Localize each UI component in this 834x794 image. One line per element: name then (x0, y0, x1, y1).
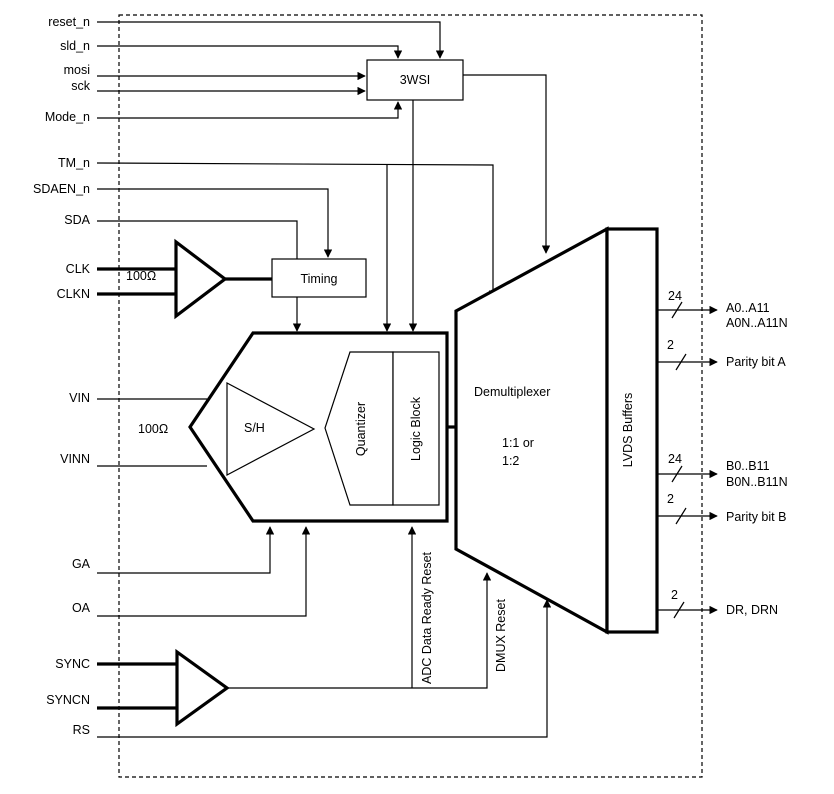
wire-oa (97, 526, 311, 617)
label-sck: sck (71, 79, 91, 93)
output-dr: DR, DRN (726, 603, 778, 617)
wire-rs (97, 599, 552, 738)
3wsi-block (366, 59, 464, 101)
output-a-data-1: A0..A11 (726, 301, 770, 315)
bus-b-data-slash (671, 465, 683, 483)
demux-ratio-2: 1:2 (502, 454, 519, 468)
label-sda: SDA (64, 213, 90, 227)
vin-termination: 100Ω (138, 422, 168, 436)
wire-reset-n (97, 21, 445, 59)
quantizer-block (324, 351, 394, 506)
label-sdaen-n: SDAEN_n (33, 182, 90, 196)
bus-b-data-width: 24 (668, 452, 682, 466)
3wsi-label: 3WSI (400, 73, 431, 87)
clk-termination: 100Ω (126, 269, 156, 283)
label-mode-n: Mode_n (45, 110, 90, 124)
label-mosi: mosi (64, 63, 90, 77)
label-vin: VIN (69, 391, 90, 405)
adc-reset-label: ADC Data Ready Reset (420, 551, 434, 684)
wire-mode-n (97, 101, 403, 119)
bus-dr-slash (673, 601, 685, 619)
label-reset-n: reset_n (48, 15, 90, 29)
quantizer-label: Quantizer (354, 402, 368, 456)
wire-3wsi-to-demux (463, 74, 551, 254)
label-clkn: CLKN (57, 287, 90, 301)
demux-label: Demultiplexer (474, 385, 550, 399)
demultiplexer-block (454, 226, 609, 635)
output-b-data-2: B0N..B11N (726, 475, 788, 489)
sh-label: S/H (244, 421, 265, 435)
label-oa: OA (72, 601, 91, 615)
bus-parity-b-width: 2 (667, 492, 674, 506)
label-vinn: VINN (60, 452, 90, 466)
output-a-data-2: A0N..A11N (726, 316, 788, 330)
wire-sld-n (97, 45, 403, 59)
timing-block (271, 258, 367, 298)
label-rs: RS (73, 723, 90, 737)
wire-sdaen-n (97, 188, 333, 258)
lvds-label: LVDS Buffers (621, 393, 635, 468)
label-tm-n: TM_n (58, 156, 90, 170)
bus-parity-a-slash (675, 353, 687, 371)
bus-dr-width: 2 (671, 588, 678, 602)
output-parity-a: Parity bit A (726, 355, 786, 369)
label-syncn: SYNCN (46, 693, 90, 707)
bus-parity-b-slash (675, 507, 687, 525)
bus-parity-a-width: 2 (667, 338, 674, 352)
dmux-reset-label: DMUX Reset (494, 599, 508, 672)
sync-buffer (175, 648, 230, 728)
lvds-buffers-block (605, 227, 659, 634)
logic-block-label: Logic Block (409, 396, 423, 461)
wire-sync-out (227, 572, 492, 689)
timing-label: Timing (300, 272, 337, 286)
logic-block (392, 351, 440, 506)
wire-sda (97, 220, 298, 259)
demux-ratio-1: 1:1 or (502, 436, 534, 450)
output-b-data-1: B0..B11 (726, 459, 770, 473)
label-clk: CLK (66, 262, 91, 276)
label-sld-n: sld_n (60, 39, 90, 53)
bus-a-data-width: 24 (668, 289, 682, 303)
bus-a-data-slash (671, 301, 683, 319)
output-parity-b: Parity bit B (726, 510, 786, 524)
wire-tm-n (96, 162, 498, 299)
clk-buffer (174, 238, 228, 320)
wire-ga (97, 526, 275, 574)
sample-hold (226, 382, 316, 476)
label-sync: SYNC (55, 657, 90, 671)
label-ga: GA (72, 557, 91, 571)
